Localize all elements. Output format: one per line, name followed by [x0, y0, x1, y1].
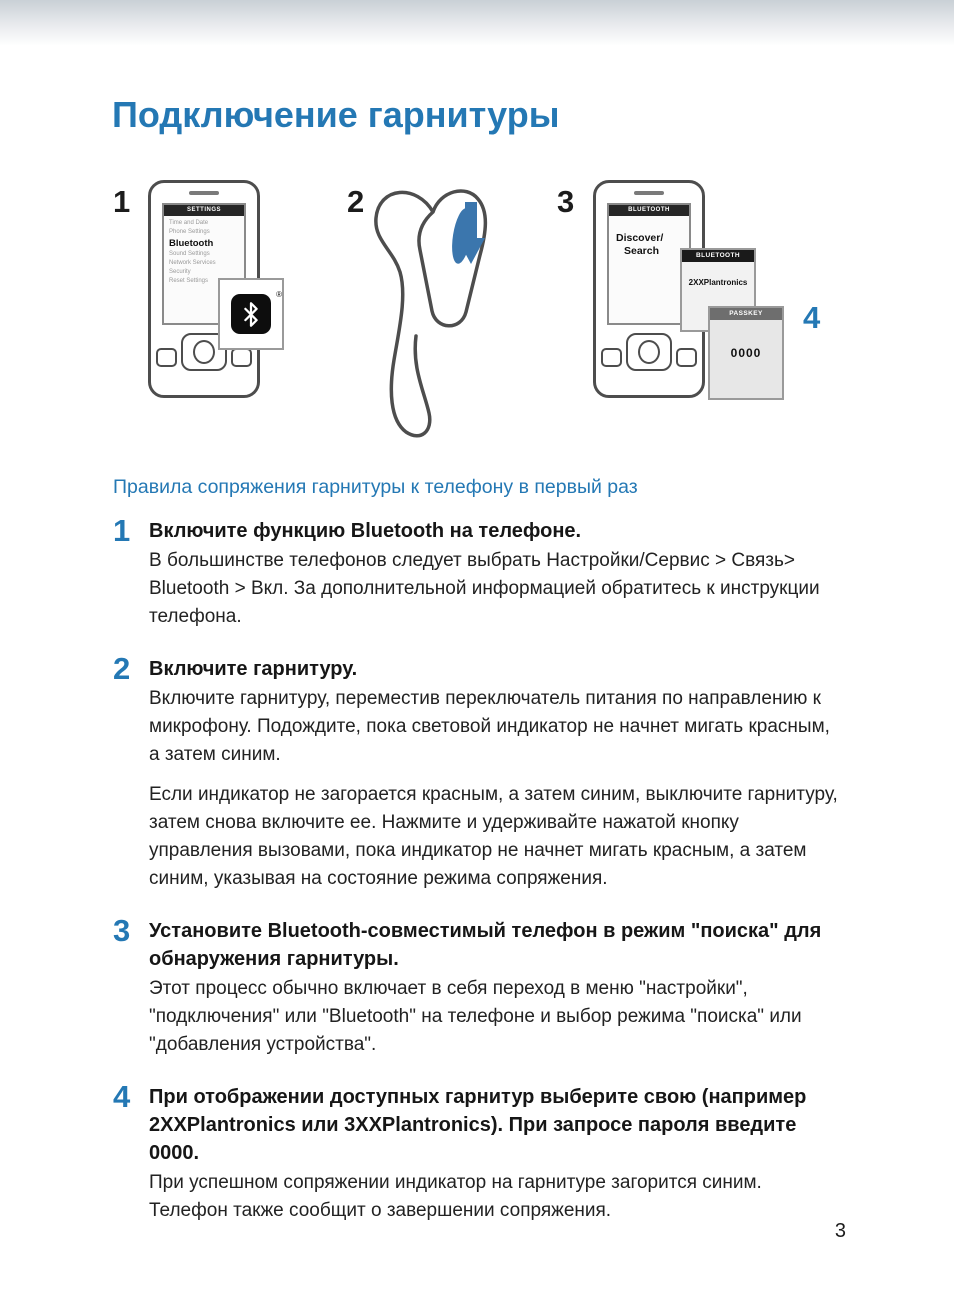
menu-item-time-and-date: Time and Date	[169, 220, 209, 226]
top-gradient-band	[0, 0, 954, 46]
step-1: 1 Включите функцию Bluetooth на телефоне…	[113, 513, 840, 631]
step-paragraph: В большинстве телефонов следует выбрать …	[149, 550, 820, 627]
bluetooth-icon: ®	[231, 290, 282, 334]
page-title: Подключение гарнитуры	[112, 94, 560, 135]
step-2: 2 Включите гарнитуру. Включите гарнитуру…	[113, 651, 840, 893]
phone2-screen-title: BLUETOOTH	[609, 205, 689, 216]
step-number: 1	[113, 513, 131, 548]
call-key	[156, 348, 177, 367]
phone-earpiece	[634, 191, 664, 195]
phone1-screen-title: SETTINGS	[164, 205, 244, 216]
bluetooth-rune-icon	[244, 301, 258, 327]
step-number: 4	[113, 1079, 131, 1114]
figure-number-2: 2	[347, 184, 365, 219]
step-heading: Установите Bluetooth-совместимый телефон…	[149, 920, 822, 970]
instruction-steps: 1 Включите функцию Bluetooth на телефоне…	[113, 513, 840, 1249]
search-label: Search	[624, 245, 660, 257]
section-subtitle: Правила сопряжения гарнитуры к телефону …	[113, 476, 638, 498]
figure-number-3: 3	[557, 184, 575, 219]
down-arrow-icon	[457, 202, 485, 264]
step-content: Установите Bluetooth-совместимый телефон…	[149, 917, 840, 1059]
menu-item-phone-settings: Phone Settings	[169, 229, 210, 235]
end-key	[676, 348, 697, 367]
menu-item-sound-settings: Sound Settings	[169, 251, 210, 257]
step-heading: Включите функцию Bluetooth на телефоне.	[149, 520, 582, 542]
menu-item-bluetooth: Bluetooth	[169, 238, 214, 249]
nav-key	[181, 333, 227, 371]
discover-label: Discover/	[616, 232, 664, 244]
step-paragraph: Включите гарнитуру, переместив переключа…	[149, 688, 830, 765]
figure-number-4: 4	[803, 300, 821, 335]
headset-illustration	[374, 189, 488, 438]
step-heading: При отображении доступных гарнитур выбер…	[149, 1086, 807, 1164]
step-number: 2	[113, 651, 131, 686]
step-4: 4 При отображении доступных гарнитур выб…	[113, 1079, 840, 1225]
step-content: Включите гарнитуру. Включите гарнитуру, …	[149, 655, 840, 893]
end-key	[231, 348, 252, 367]
bluetooth-logo-card: ®	[218, 278, 284, 350]
device-name: 2XXPlantronics	[688, 278, 748, 287]
step-paragraph: Если индикатор не загорается красным, а …	[149, 784, 838, 889]
call-key	[601, 348, 622, 367]
figure-number-1: 1	[113, 184, 131, 219]
step-content: Включите функцию Bluetooth на телефоне. …	[149, 517, 840, 631]
menu-item-reset-settings: Reset Settings	[169, 278, 209, 284]
step-paragraph: При успешном сопряжении индикатор на гар…	[149, 1172, 762, 1221]
step-content: При отображении доступных гарнитур выбер…	[149, 1083, 840, 1225]
phone-earpiece	[189, 191, 219, 195]
phone2-screen-body: Discover/ Search	[609, 216, 689, 258]
menu-item-security: Security	[169, 269, 191, 275]
passkey-code: 0000	[730, 346, 762, 360]
passkey-card-header: PASSKEY	[710, 308, 782, 320]
menu-item-network-services: Network Services	[169, 260, 216, 266]
nav-key	[626, 333, 672, 371]
registered-mark: ®	[276, 290, 282, 299]
step-3: 3 Установите Bluetooth-совместимый телеф…	[113, 913, 840, 1059]
step-paragraph: Этот процесс обычно включает в себя пере…	[149, 978, 802, 1055]
figures-row: 1 SETTINGS Time and Date Phone Settings …	[113, 178, 893, 470]
passkey-card: PASSKEY 0000	[708, 306, 784, 400]
phone2-screen: BLUETOOTH Discover/ Search	[607, 203, 691, 325]
page-number: 3	[834, 1220, 846, 1242]
phone1-screen: SETTINGS Time and Date Phone Settings Bl…	[162, 203, 246, 325]
step-heading: Включите гарнитуру.	[149, 658, 358, 680]
phone1-menu: Time and Date Phone Settings Bluetooth S…	[164, 216, 244, 286]
device-card-header: BLUETOOTH	[682, 250, 754, 262]
step-number: 3	[113, 913, 131, 948]
